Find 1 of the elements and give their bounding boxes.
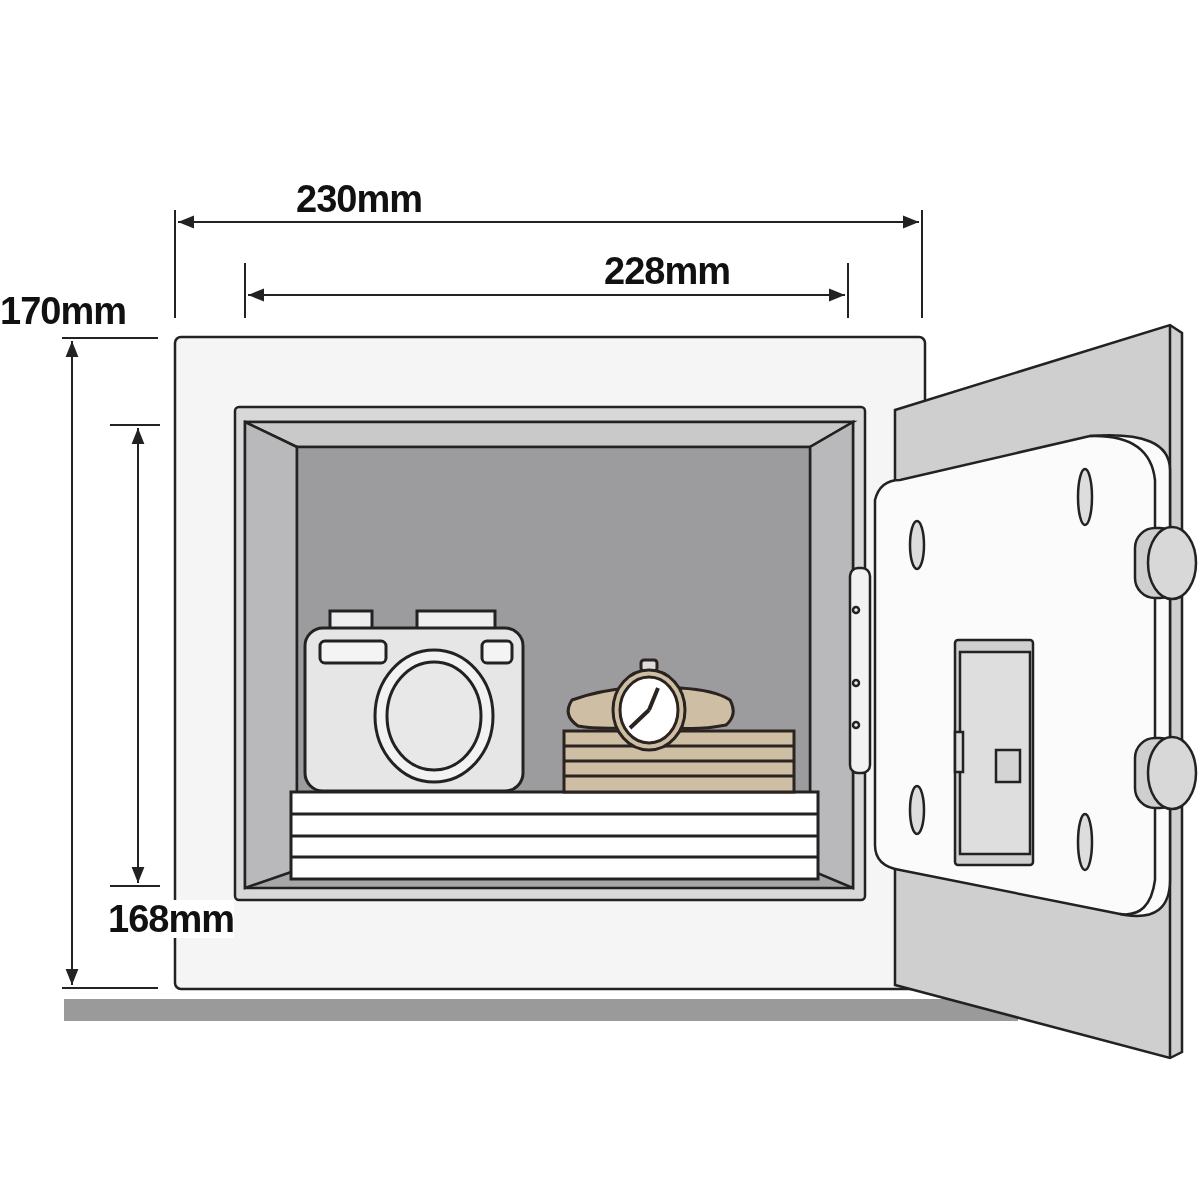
dimension-label: 168mm [108, 900, 234, 938]
